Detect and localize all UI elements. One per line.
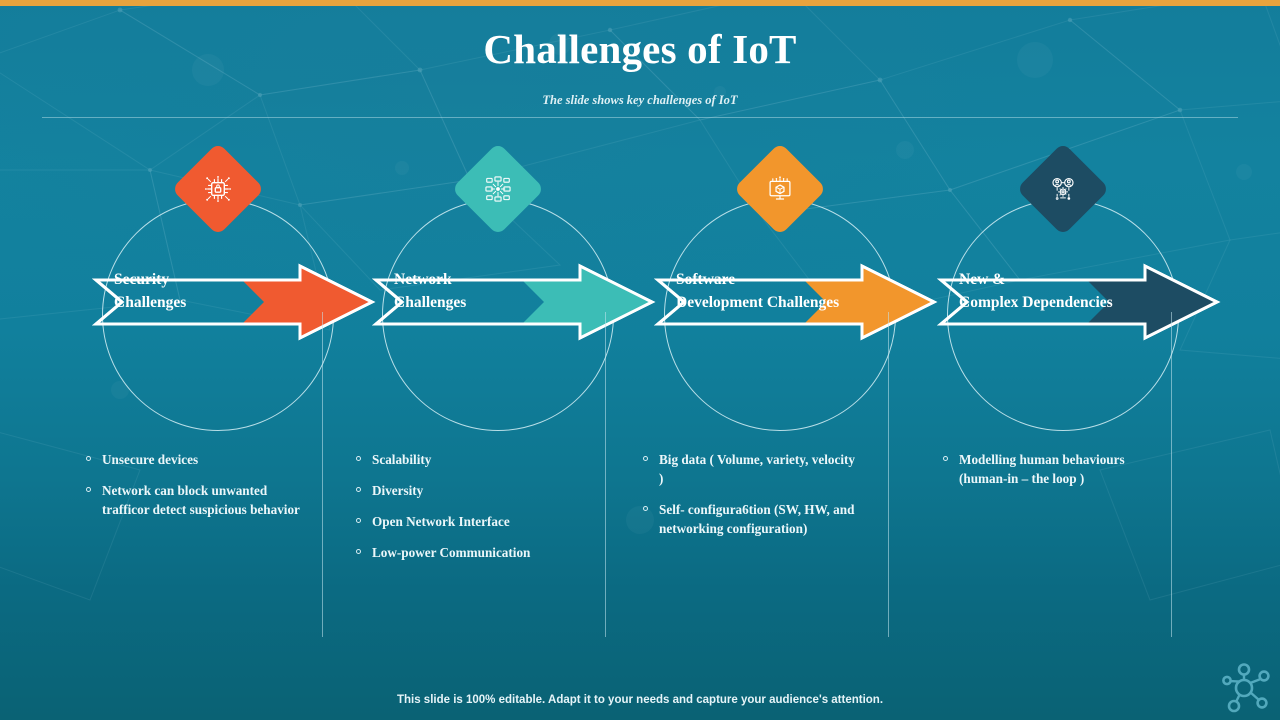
column-network[interactable]: Network Challenges	[348, 140, 656, 660]
column-separator-1	[322, 312, 323, 637]
people-gear-dependency-icon	[1052, 177, 1074, 200]
column-security[interactable]: Security Challenges	[68, 140, 376, 660]
list-item: Low-power Communication	[354, 543, 584, 562]
diamond-badge-2[interactable]	[451, 142, 545, 236]
page-title: Challenges of IoT	[483, 26, 797, 72]
list-item: Open Network Interface	[354, 512, 584, 531]
arrow-shape-3	[644, 262, 944, 342]
diamond-badge-4[interactable]	[1016, 142, 1110, 236]
arrow-shape-2	[362, 262, 662, 342]
column-separator-3	[888, 312, 889, 637]
list-item: Network can block unwanted trafficor det…	[84, 481, 309, 519]
list-item: Modelling human behaviours (human-in – t…	[941, 450, 1136, 488]
network-topology-icon	[485, 176, 511, 202]
top-accent-bar	[0, 0, 1280, 6]
column-separator-2	[605, 312, 606, 637]
list-item: Diversity	[354, 481, 584, 500]
list-item: Unsecure devices	[84, 450, 309, 469]
header-divider	[42, 117, 1238, 118]
diamond-badge-1[interactable]	[171, 142, 265, 236]
list-item: Self- configura6tion (SW, HW, and networ…	[641, 500, 859, 538]
diamond-badge-3[interactable]	[733, 142, 827, 236]
footer-note: This slide is 100% editable. Adapt it to…	[396, 694, 884, 706]
bullet-list-2: Scalability Diversity Open Network Inter…	[354, 450, 584, 574]
column-new-complex-dependencies[interactable]: New & Complex Dependencies	[913, 140, 1221, 660]
arrow-shape-4	[927, 262, 1227, 342]
bullet-list-3: Big data ( Volume, variety, velocity ) S…	[641, 450, 859, 550]
list-item: Big data ( Volume, variety, velocity )	[641, 450, 859, 488]
column-software-development[interactable]: Software Development Challenges	[630, 140, 938, 660]
molecule-network-icon	[1222, 663, 1270, 713]
bullet-list-1: Unsecure devices Network can block unwan…	[84, 450, 309, 531]
column-separator-4	[1171, 312, 1172, 637]
list-item: Scalability	[354, 450, 584, 469]
monitor-cube-software-icon	[769, 176, 791, 200]
arrow-shape-1	[82, 262, 382, 342]
bullet-list-4: Modelling human behaviours (human-in – t…	[941, 450, 1136, 500]
chip-lock-security-icon	[205, 176, 231, 202]
page-subtitle: The slide shows key challenges of IoT	[542, 93, 738, 107]
